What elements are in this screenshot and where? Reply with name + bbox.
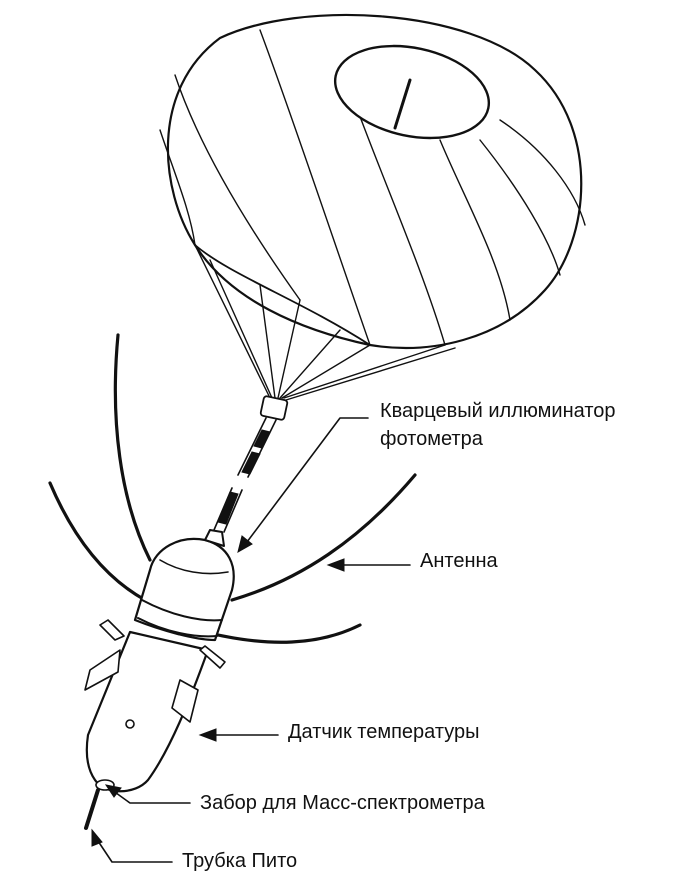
leader-window: [237, 417, 369, 554]
swivel-connector: [259, 395, 289, 421]
probe-body: [84, 529, 235, 830]
leader-antenna: [326, 558, 411, 572]
label-pitot-tube: Трубка Пито: [182, 850, 298, 872]
leader-temperature: [198, 728, 279, 742]
tether: [213, 417, 277, 533]
label-window-line1: Кварцевый иллюминатор: [380, 400, 616, 422]
label-temperature-sensor: Датчик температуры: [288, 721, 480, 743]
label-antenna: Антенна: [420, 550, 498, 572]
antenna-wires: [48, 333, 417, 644]
label-mass-spectrometer-inlet: Забор для Масс-спектрометра: [200, 792, 485, 814]
leader-pitot: [91, 828, 173, 863]
label-window-line2: фотометра: [380, 428, 483, 450]
leader-mass-spec: [104, 784, 191, 804]
canopy-vent: [333, 44, 491, 140]
suspension-lines: [194, 244, 456, 401]
